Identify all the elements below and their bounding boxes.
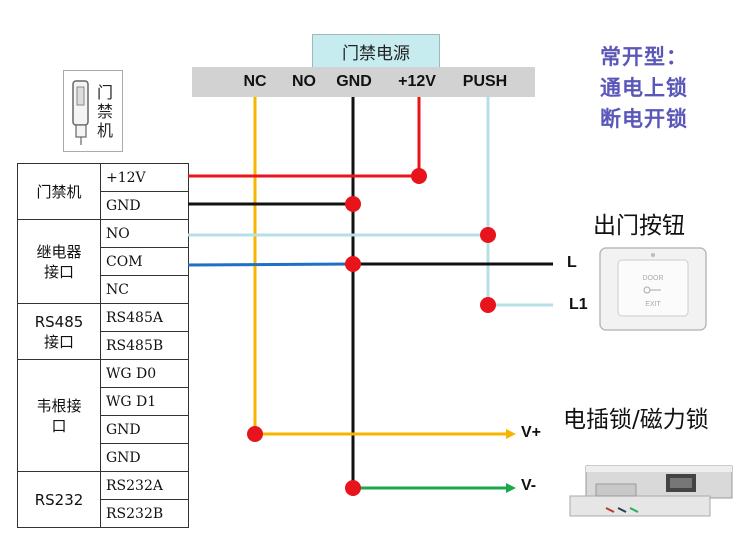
exit-button-title: 出门按钮 bbox=[593, 213, 685, 239]
pin-com: COM bbox=[100, 247, 189, 276]
terminal-12v: +12V bbox=[398, 73, 436, 90]
pin-12v: +12V bbox=[100, 163, 189, 192]
pin-wg-d0: WG D0 bbox=[100, 359, 189, 388]
terminal-no: NO bbox=[292, 73, 316, 90]
pin-wg-d1: WG D1 bbox=[100, 387, 189, 416]
group-relay: 继电器接口 bbox=[17, 219, 101, 304]
arrow-v-minus bbox=[506, 483, 516, 493]
terminal-push: PUSH bbox=[462, 73, 508, 90]
reader-label-char: 禁 bbox=[96, 102, 113, 121]
power-supply-terminal-bar bbox=[192, 67, 535, 97]
reader-label-char: 门 bbox=[96, 83, 113, 102]
access-controller-icon bbox=[72, 80, 89, 145]
access-controller-icon-frame bbox=[63, 70, 123, 152]
note-line: 断电开锁 bbox=[600, 107, 688, 131]
wire-com-horizontal bbox=[187, 262, 354, 267]
lock-mode-note: 常开型： 通电上锁 断电开锁 bbox=[600, 42, 730, 135]
label-v-minus: V- bbox=[521, 477, 537, 494]
junction-dot bbox=[345, 256, 361, 272]
label-l: L bbox=[567, 254, 577, 271]
arrow-v-plus bbox=[506, 429, 516, 439]
plate-bottom-text: EXIT bbox=[645, 301, 661, 308]
access-controller-label: 门 禁 机 bbox=[94, 83, 116, 140]
junction-dot bbox=[345, 480, 361, 496]
power-supply-title: 门禁电源 bbox=[312, 34, 440, 68]
electric-lock-icon bbox=[569, 465, 733, 517]
plate-top-text: DOOR bbox=[643, 275, 664, 282]
lock-title: 电插锁/磁力锁 bbox=[563, 407, 709, 433]
junction-dot bbox=[480, 297, 496, 313]
pin-rs232a: RS232A bbox=[100, 471, 189, 500]
terminal-gnd: GND bbox=[336, 73, 372, 90]
junction-dot bbox=[345, 196, 361, 212]
label-l1: L1 bbox=[569, 296, 588, 313]
label-v-plus: V+ bbox=[521, 424, 542, 441]
pin-rs485b: RS485B bbox=[100, 331, 189, 360]
exit-button-icon: DOOR EXIT bbox=[599, 247, 707, 331]
note-line: 通电上锁 bbox=[600, 76, 688, 100]
junction-dot bbox=[247, 426, 263, 442]
group-controller: 门禁机 bbox=[17, 163, 101, 220]
reader-label-char: 机 bbox=[96, 121, 113, 140]
pin-gnd: GND bbox=[100, 191, 189, 220]
pin-rs485a: RS485A bbox=[100, 303, 189, 332]
terminal-nc: NC bbox=[243, 73, 267, 90]
note-line: 常开型： bbox=[600, 45, 688, 69]
power-supply-title-text: 门禁电源 bbox=[342, 43, 410, 64]
junction-dot bbox=[480, 227, 496, 243]
group-wiegand: 韦根接口 bbox=[17, 359, 101, 472]
junction-dot bbox=[411, 168, 427, 184]
pin-no: NO bbox=[100, 219, 189, 248]
pin-rs232b: RS232B bbox=[100, 499, 189, 528]
pin-nc: NC bbox=[100, 275, 189, 304]
